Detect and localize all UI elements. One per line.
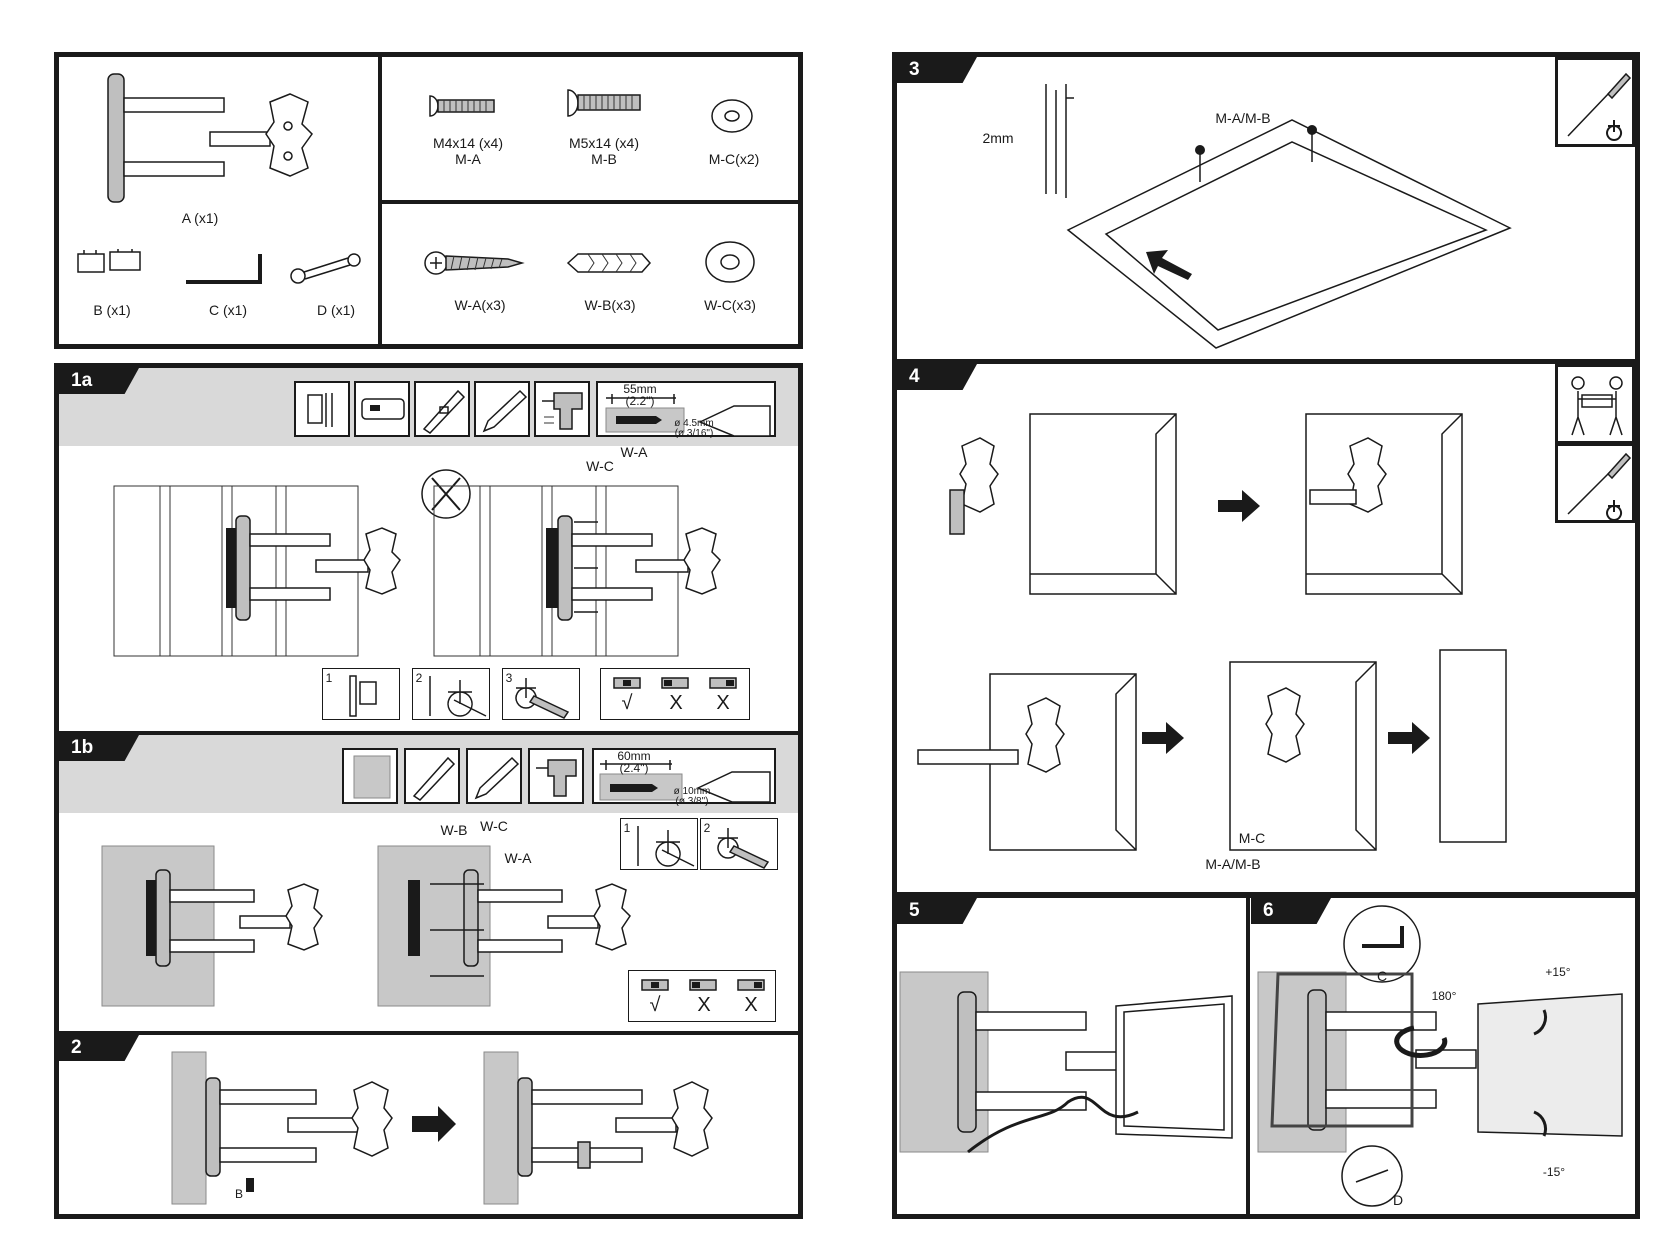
level-icon (414, 381, 470, 437)
drill-dia-in-1a: (ø 3/16") (674, 428, 714, 439)
wrench-d-illustration (290, 253, 361, 284)
level-bad1-1b: X (697, 994, 711, 1016)
part-b-label: B (x1) (93, 302, 131, 318)
step-3-gap-label: 2mm (982, 130, 1014, 146)
drill-bit-1b (599, 760, 771, 803)
label-w-c-1a: W-C (586, 458, 614, 474)
substep-1a-drawings (349, 675, 570, 719)
part-d-label: D (x1) (316, 302, 356, 318)
washer-w-c-label: W-C(x3) (704, 297, 756, 313)
allen-key-c-illustration (186, 254, 262, 284)
substep-1a-3-num: 3 (505, 671, 513, 685)
level-ok-1b: √ (649, 994, 661, 1016)
wood-screw-w-a-illustration (424, 251, 525, 275)
screwdriver-icon-step-4 (1555, 443, 1635, 523)
step-3-tv-screws-illustration (1045, 84, 1512, 349)
level-check-1a (600, 668, 750, 720)
screw-m-a-illustration (429, 95, 495, 117)
pencil-icon-1b (466, 748, 522, 804)
step-6-d-label: D (1392, 1192, 1404, 1208)
step-6-tag: 6 (1251, 898, 1331, 924)
divider-1b-2 (54, 1031, 803, 1035)
washer-m-c-illustration (711, 99, 753, 133)
step-2-label-b: B (234, 1187, 243, 1201)
step-1b-tag: 1b (59, 735, 139, 761)
mount-arm-a-illustration (107, 73, 313, 203)
substep-1a-1 (322, 668, 400, 720)
step-4-mc-label: M-C (1238, 830, 1266, 846)
substep-1b-2-num: 2 (703, 821, 711, 835)
step-6-tilt-down-label: -15° (1542, 1165, 1566, 1179)
drill-depth-in-1b: (2.4") (619, 761, 649, 775)
step-3-screw-label: M-A/M-B (1215, 110, 1271, 126)
level-check-1a-bubbles (613, 677, 737, 689)
anchor-w-b-label: W-B(x3) (584, 297, 636, 313)
washer-m-c-label: M-C(x2) (708, 151, 760, 167)
step-3-tag: 3 (897, 57, 977, 83)
divider-1a-1b (54, 731, 803, 735)
step-5-tag: 5 (897, 898, 977, 924)
step-6-c-label: C (1376, 968, 1388, 984)
substep-1b-drawings (637, 826, 770, 869)
step-5-mounted-tv-illustration (899, 971, 1233, 1154)
label-w-a-1a: W-A (620, 444, 648, 460)
step-6-tilt-up-label: +15° (1545, 965, 1571, 979)
substep-1a-1-num: 1 (325, 671, 333, 685)
label-w-c-1b: W-C (480, 818, 508, 834)
divider-5-6 (1246, 893, 1250, 1219)
part-a-label: A (x1) (181, 210, 219, 226)
screw-m-a-size: M4x14 (x4) (432, 135, 504, 151)
level-check-1b-bubbles (641, 979, 765, 991)
level-bad2-1b: X (744, 994, 758, 1016)
two-person-lift-icon (1555, 364, 1635, 444)
drill-icon-1b (528, 748, 584, 804)
stud-sensor-icon (354, 381, 410, 437)
drill-dia-1b: ø 10mm (673, 786, 711, 797)
step-2-cable-clip-illustration (171, 1051, 713, 1205)
screw-m-b-code: M-B (591, 151, 617, 167)
screw-m-a-code: M-A (455, 151, 481, 167)
cable-clip-b-illustration (77, 249, 141, 273)
drill-depth-1a: 55mm (623, 382, 657, 396)
wood-screw-w-a-label: W-A(x3) (454, 297, 506, 313)
drill-depth-in-1a: (2.2") (625, 394, 655, 408)
pencil-icon (474, 381, 530, 437)
substep-1a-2-num: 2 (415, 671, 423, 685)
stud-finder-icon (294, 381, 350, 437)
step-6-adjust-illustration (1257, 905, 1623, 1207)
washer-w-c-illustration (705, 241, 755, 283)
level-bad2-1a: X (716, 692, 730, 714)
step-4-attach-plate-illustration (917, 413, 1507, 851)
step-2-tag: 2 (59, 1035, 139, 1061)
step-1b-concrete-wall-illustration (101, 845, 631, 1007)
level-ok-1a: √ (621, 692, 633, 714)
parts-divider-h (378, 200, 803, 204)
drill-dia-in-1b: (ø 3/8") (675, 796, 709, 807)
part-c-label: C (x1) (208, 302, 248, 318)
step-1a-tag: 1a (59, 368, 139, 394)
concrete-wall-icon (342, 748, 398, 804)
step-1a-wood-wall-illustration (113, 469, 721, 657)
level-bad1-1a: X (669, 692, 683, 714)
label-w-b-1b: W-B (440, 822, 468, 838)
step-4-screw-label: M-A/M-B (1205, 856, 1261, 872)
screw-m-b-size: M5x14 (x4) (568, 135, 640, 151)
drill-depth-1b: 60mm (617, 749, 651, 763)
label-w-a-1b: W-A (504, 850, 532, 866)
step-6-rot-label: 180° (1431, 989, 1457, 1003)
drill-bit-1a (605, 394, 771, 437)
drill-dia-1a: ø 4.5mm (674, 418, 714, 429)
substep-1b-1-num: 1 (623, 821, 631, 835)
screwdriver-icon (1555, 57, 1635, 147)
anchor-w-b-illustration (566, 253, 652, 273)
step-4-tag: 4 (897, 364, 977, 390)
drill-icon (534, 381, 590, 437)
screw-m-b-illustration (567, 89, 641, 117)
level-icon-1b (404, 748, 460, 804)
level-check-1b (628, 970, 776, 1022)
